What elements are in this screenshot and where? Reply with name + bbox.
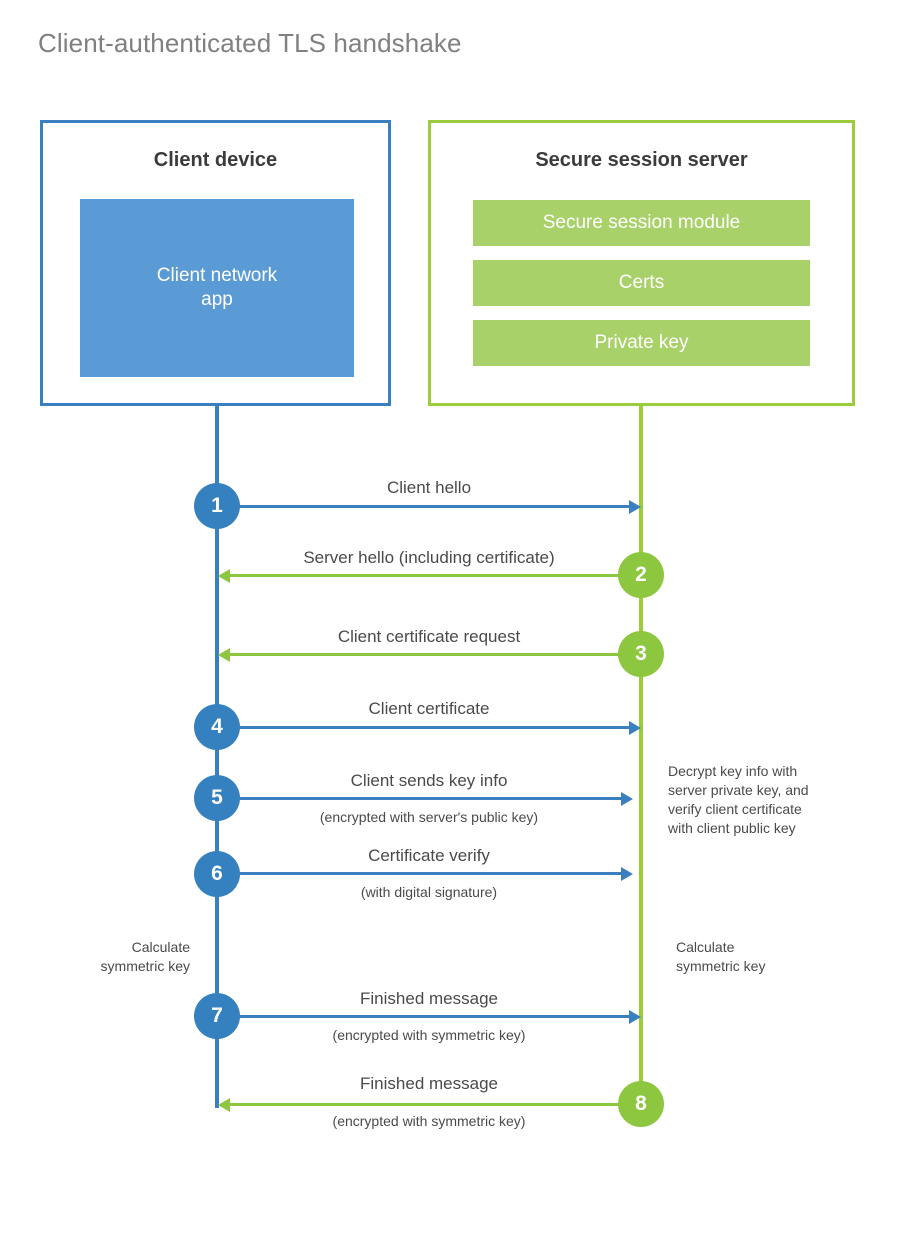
arrowhead-right-icon <box>629 499 641 514</box>
note-client-calculate-symmetric-key: Calculate symmetric key <box>100 939 190 974</box>
secure-session-server-box: Secure session server Secure session mod… <box>428 120 855 406</box>
arrow-step-3 <box>218 647 641 662</box>
server-bar-private-key: Private key <box>473 320 810 366</box>
arrow-step-8 <box>218 1097 641 1112</box>
server-lifeline <box>639 406 643 1106</box>
client-device-box: Client device Client network app <box>40 120 391 406</box>
client-lifeline <box>215 406 219 1108</box>
arrow-label-step-8: Finished message <box>360 1074 498 1093</box>
client-network-app-block: Client network app <box>80 199 354 377</box>
arrowhead-right-icon <box>621 791 633 806</box>
arrow-label-step-6: Certificate verify <box>368 846 490 865</box>
arrow-step-4 <box>217 720 641 735</box>
server-bar-certs: Certs <box>473 260 810 306</box>
arrow-step-5 <box>217 791 633 806</box>
step-circle-8[interactable]: 8 <box>618 1081 664 1127</box>
server-bar-secure-session-module: Secure session module <box>473 200 810 246</box>
arrowhead-right-icon <box>621 866 633 881</box>
step-circle-6[interactable]: 6 <box>194 851 240 897</box>
step-circle-7[interactable]: 7 <box>194 993 240 1039</box>
note-server-decrypt: Decrypt key info with server private key… <box>668 763 809 836</box>
arrowhead-right-icon <box>629 1009 641 1024</box>
step-circle-4[interactable]: 4 <box>194 704 240 750</box>
arrowhead-left-icon <box>218 647 230 662</box>
step-circle-1[interactable]: 1 <box>194 483 240 529</box>
arrow-sublabel-step-5: (encrypted with server's public key) <box>319 809 539 825</box>
page-title: Client-authenticated TLS handshake <box>38 28 462 58</box>
arrow-step-6 <box>217 866 633 881</box>
server-component-list: Secure session module Certs Private key <box>473 200 810 380</box>
arrowhead-right-icon <box>629 720 641 735</box>
step-circle-5[interactable]: 5 <box>194 775 240 821</box>
arrow-label-step-2: Server hello (including certificate) <box>303 548 555 567</box>
step-circle-2[interactable]: 2 <box>618 552 664 598</box>
client-device-title: Client device <box>153 149 278 171</box>
note-server-calculate-symmetric-key: Calculate symmetric key <box>676 939 766 974</box>
arrow-label-step-1: Client hello <box>386 478 472 497</box>
arrow-step-7 <box>217 1009 641 1024</box>
arrow-label-step-4: Client certificate <box>368 699 490 718</box>
arrowhead-left-icon <box>218 1097 230 1112</box>
arrow-label-step-3: Client certificate request <box>337 627 521 646</box>
arrowhead-left-icon <box>218 568 230 583</box>
arrow-step-2 <box>218 568 641 583</box>
arrow-label-step-5: Client sends key info <box>350 771 508 790</box>
arrow-sublabel-step-6: (with digital signature) <box>360 884 498 900</box>
step-circle-3[interactable]: 3 <box>618 631 664 677</box>
secure-session-server-title: Secure session server <box>535 149 748 171</box>
arrow-label-step-7: Finished message <box>360 989 498 1008</box>
arrow-step-1 <box>217 499 641 514</box>
arrow-sublabel-step-8: (encrypted with symmetric key) <box>332 1113 526 1129</box>
arrow-sublabel-step-7: (encrypted with symmetric key) <box>332 1027 526 1043</box>
